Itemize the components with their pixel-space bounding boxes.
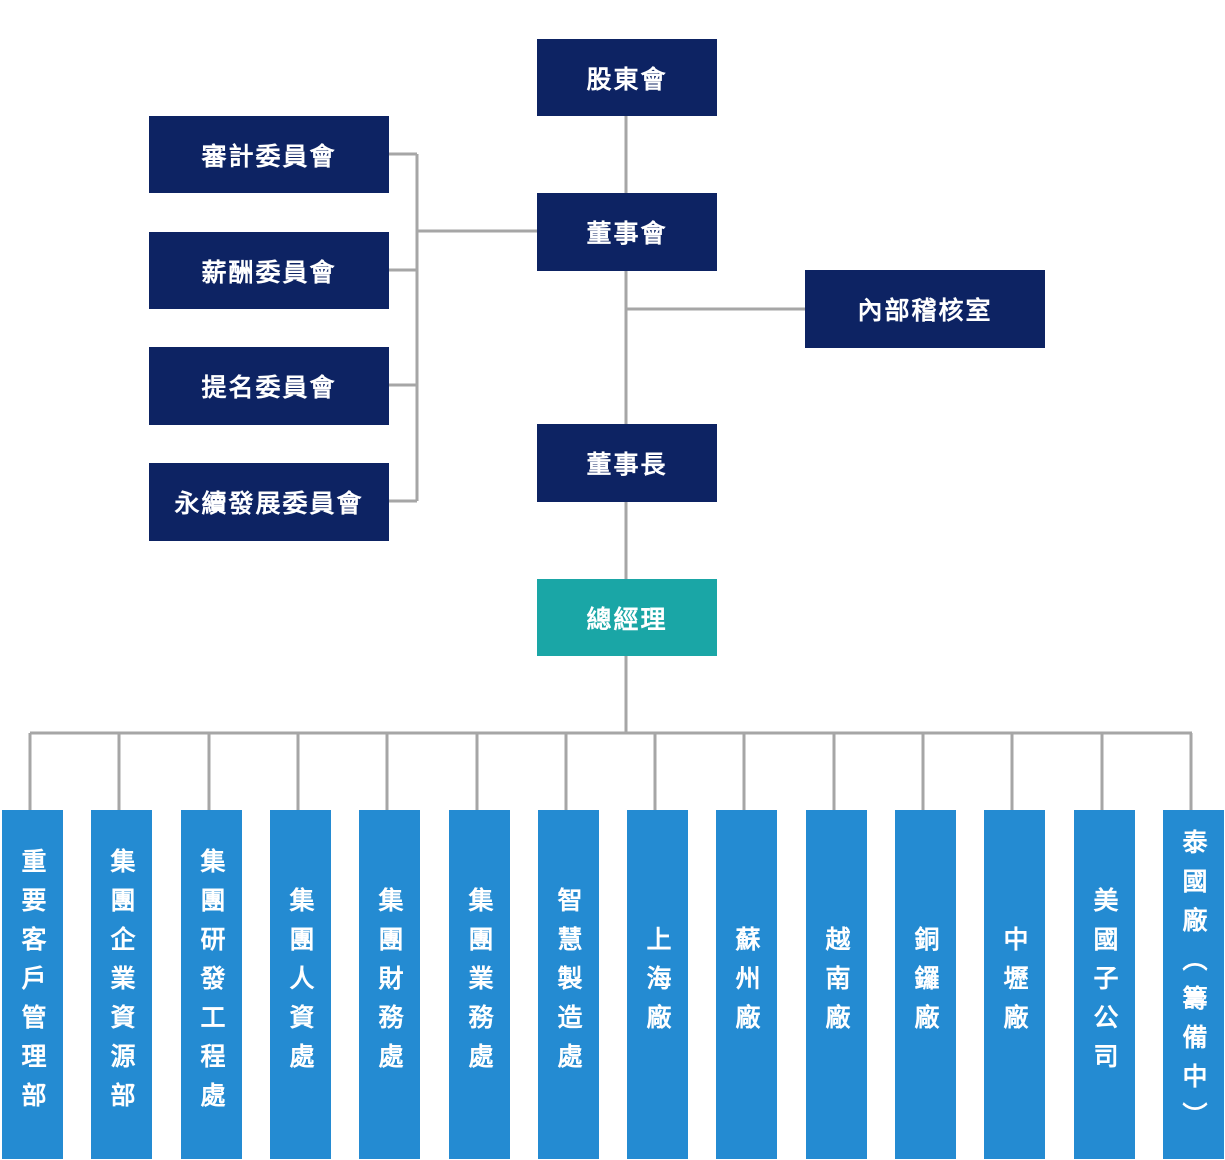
committee-nomination-box[interactable]: 提名委員會	[149, 347, 389, 425]
department-label: 重要客戶管理部	[18, 848, 47, 1121]
department-label: 美國子公司	[1090, 887, 1119, 1082]
department-label: 集團財務處	[375, 887, 404, 1082]
department-box[interactable]: 集團人資處	[270, 810, 331, 1159]
department-box[interactable]: 集團財務處	[359, 810, 420, 1159]
department-box[interactable]: 集團研發工程處	[181, 810, 242, 1159]
chairman-label: 董事長	[586, 450, 668, 479]
general-manager-label: 總經理	[586, 604, 668, 634]
department-box[interactable]: 泰國廠（籌備中）	[1163, 810, 1224, 1159]
department-label: 蘇州廠	[732, 926, 761, 1043]
department-label: 銅鑼廠	[911, 926, 940, 1043]
chairman-box[interactable]: 董事長	[537, 424, 717, 502]
shareholders-box[interactable]: 股東會	[537, 39, 717, 116]
board-label: 董事會	[586, 219, 668, 248]
department-label: 集團研發工程處	[197, 848, 226, 1121]
department-box[interactable]: 中壢廠	[984, 810, 1045, 1159]
board-box[interactable]: 董事會	[537, 193, 717, 271]
department-label: 越南廠	[822, 926, 851, 1043]
internal-audit-box[interactable]: 內部稽核室	[805, 270, 1045, 348]
shareholders-label: 股東會	[586, 64, 668, 94]
committee-label: 永續發展委員會	[174, 489, 364, 518]
department-label: 泰國廠（籌備中）	[1179, 828, 1208, 1141]
general-manager-box[interactable]: 總經理	[537, 579, 717, 656]
department-box[interactable]: 重要客戶管理部	[2, 810, 63, 1159]
department-label: 上海廠	[643, 926, 672, 1043]
department-box[interactable]: 蘇州廠	[716, 810, 777, 1159]
committee-label: 審計委員會	[201, 141, 337, 171]
department-box[interactable]: 集團業務處	[449, 810, 510, 1159]
committee-audit-box[interactable]: 審計委員會	[149, 116, 389, 193]
department-label: 集團業務處	[465, 887, 494, 1082]
department-box[interactable]: 美國子公司	[1074, 810, 1135, 1159]
department-box[interactable]: 上海廠	[627, 810, 688, 1159]
department-box[interactable]: 銅鑼廠	[895, 810, 956, 1159]
committee-sustainability-box[interactable]: 永續發展委員會	[149, 463, 389, 541]
department-box[interactable]: 越南廠	[806, 810, 867, 1159]
internal-audit-label: 內部稽核室	[857, 296, 993, 325]
department-box[interactable]: 智慧製造處	[538, 810, 599, 1159]
department-label: 集團企業資源部	[107, 848, 136, 1121]
committee-label: 提名委員會	[201, 373, 337, 402]
department-label: 中壢廠	[1000, 926, 1029, 1043]
department-label: 集團人資處	[286, 887, 315, 1082]
department-label: 智慧製造處	[554, 887, 583, 1082]
department-box[interactable]: 集團企業資源部	[91, 810, 152, 1159]
committee-label: 薪酬委員會	[201, 257, 337, 287]
committee-compensation-box[interactable]: 薪酬委員會	[149, 232, 389, 309]
